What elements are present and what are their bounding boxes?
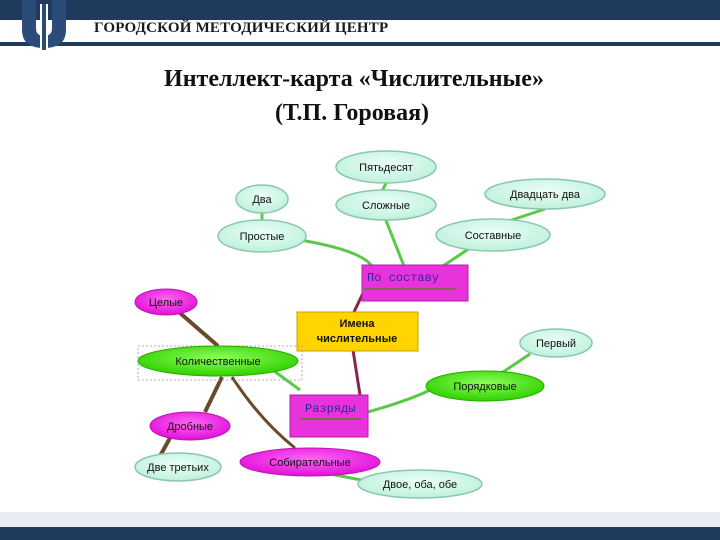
mindmap-canvas: Пятьдесят Сложные Два Двадцать два Прост… xyxy=(100,140,620,522)
node-first: Первый xyxy=(519,328,593,358)
link-fractional-twothirds xyxy=(158,437,172,457)
link-cardinal-fractional xyxy=(203,376,224,413)
node-categories: Разряды xyxy=(289,394,369,438)
link-whole-cardinal xyxy=(178,311,220,348)
node-ordinal: Порядковые xyxy=(425,370,545,402)
node-compound-label: Сложные xyxy=(362,200,410,212)
node-simple: Простые xyxy=(217,219,307,253)
mindmap-diagram: Пятьдесят Сложные Два Двадцать два Прост… xyxy=(134,150,606,499)
link-simple-composition xyxy=(299,238,374,267)
node-whole-label: Целые xyxy=(149,297,183,309)
node-cardinal-label: Количественные xyxy=(175,356,260,368)
node-collective-label: Собирательные xyxy=(269,457,350,469)
link-center-categories xyxy=(351,349,362,396)
slide-subtitle: (Т.П. Горовая) xyxy=(274,100,430,126)
node-center-label-line1: Имена xyxy=(340,318,376,330)
node-composite-label: Составные xyxy=(465,230,522,242)
node-by-composition-label: По составу xyxy=(367,271,439,285)
node-twenty-two: Двадцать два xyxy=(484,178,606,210)
node-fractional: Дробные xyxy=(149,411,231,441)
node-first-label: Первый xyxy=(536,338,576,350)
link-cardinal-collective xyxy=(230,376,296,450)
node-two-thirds: Две третьих xyxy=(134,452,222,482)
node-collective: Собирательные xyxy=(239,447,381,477)
link-first-ordinal xyxy=(499,352,531,376)
node-center-label-line2: числительные xyxy=(317,333,397,345)
node-simple-label: Простые xyxy=(240,231,285,243)
node-cardinal: Количественные xyxy=(137,345,303,381)
node-both-examples-label: Двое, оба, обе xyxy=(383,479,457,491)
link-compound-composition xyxy=(383,217,406,267)
node-two: Два xyxy=(235,184,289,214)
node-by-composition: По составу xyxy=(361,264,469,302)
node-fifty: Пятьдесят xyxy=(335,150,437,184)
node-twenty-two-label: Двадцать два xyxy=(510,189,581,201)
node-composite: Составные xyxy=(435,218,551,252)
node-two-label: Два xyxy=(252,194,272,206)
node-whole: Целые xyxy=(134,288,198,316)
node-categories-label: Разряды xyxy=(305,402,355,416)
top-band xyxy=(0,0,720,20)
node-fifty-label: Пятьдесят xyxy=(359,162,413,174)
node-center: Имена числительные xyxy=(296,311,419,352)
node-fractional-label: Дробные xyxy=(167,421,213,433)
center-logo-icon xyxy=(22,0,66,50)
node-ordinal-label: Порядковые xyxy=(453,381,516,393)
node-both-examples: Двое, оба, обе xyxy=(357,469,483,499)
node-two-thirds-label: Две третьих xyxy=(147,462,209,474)
link-categories-ordinal xyxy=(367,388,431,414)
header-bar xyxy=(0,20,720,46)
footer-bar xyxy=(0,527,720,540)
header-org-name: ГОРОДСКОЙ МЕТОДИЧЕСКИЙ ЦЕНТР xyxy=(94,20,389,36)
slide-title: Интеллект-карта «Числительные» xyxy=(164,66,544,92)
node-compound: Сложные xyxy=(335,189,437,221)
